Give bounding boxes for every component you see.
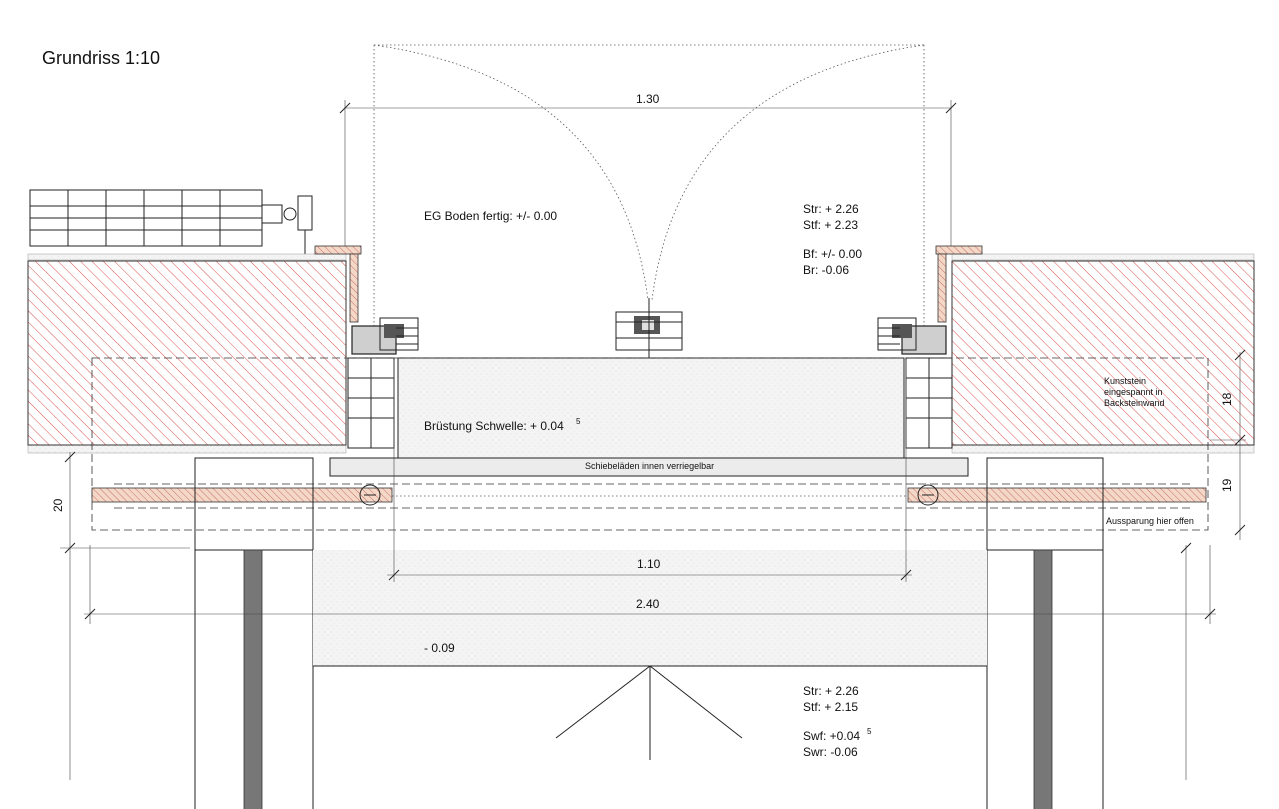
dimension-top-label: 1.30 xyxy=(636,92,660,106)
sill-cap-right xyxy=(935,245,983,255)
note-bottom-swf-sup: 5 xyxy=(867,727,872,736)
note-top-str: Str: + 2.26 xyxy=(803,202,859,216)
window-profile-right xyxy=(877,317,917,351)
window-profile-left xyxy=(379,317,419,351)
sill-cap-left xyxy=(314,245,362,255)
drawing-title: Grundriss 1:10 xyxy=(42,48,160,68)
dimension-inner: 1.10 xyxy=(387,360,912,582)
note-bottom-str: Str: + 2.26 xyxy=(803,684,859,698)
dimension-outer-label: 2.40 xyxy=(636,597,660,611)
note-level-low: - 0.09 xyxy=(424,641,455,655)
door-swing-lines xyxy=(373,44,925,330)
stone-blocks-right xyxy=(905,357,953,449)
note-schiebelaeden: Schiebeläden innen verriegelbar xyxy=(585,461,714,471)
window-profile-center xyxy=(615,298,683,366)
note-bruestung: Brüstung Schwelle: + 0.04 5 xyxy=(424,417,581,433)
note-bottom-levels: Str: + 2.26 Stf: + 2.15 Swf: +0.04 5 Swr… xyxy=(803,684,872,759)
note-kunststein-1: Kunststein xyxy=(1104,376,1146,386)
note-bottom-swf-main: Swf: +0.04 xyxy=(803,729,860,743)
note-top-stf: Stf: + 2.23 xyxy=(803,218,858,232)
radiator xyxy=(29,189,313,254)
note-bruestung-sup: 5 xyxy=(576,417,581,426)
jamb-strip-left xyxy=(349,253,359,323)
shutter-track xyxy=(91,483,1207,509)
note-bottom-swr: Swr: -0.06 xyxy=(803,745,858,759)
dimension-top: 1.30 xyxy=(339,92,957,250)
note-top-levels: Str: + 2.26 Stf: + 2.23 Bf: +/- 0.00 Br:… xyxy=(803,202,862,277)
pier-left xyxy=(194,457,314,809)
dimension-right-upper-label: 18 xyxy=(1220,392,1234,406)
note-bottom-stf: Stf: + 2.15 xyxy=(803,700,858,714)
dimension-left: 20 xyxy=(51,451,190,780)
note-kunststein-2: eingespannt in xyxy=(1104,387,1163,397)
dimension-inner-label: 1.10 xyxy=(637,557,661,571)
note-kunststein-3: Backsteinwand xyxy=(1104,398,1165,408)
pier-right xyxy=(986,457,1104,809)
wall-right xyxy=(951,260,1255,446)
wall-left xyxy=(27,260,347,446)
jamb-strip-right xyxy=(937,253,947,323)
stone-blocks-left xyxy=(347,357,395,449)
note-top-br: Br: -0.06 xyxy=(803,263,849,277)
note-bruestung-main: Brüstung Schwelle: + 0.04 xyxy=(424,419,564,433)
dimension-outer: 2.40 xyxy=(84,545,1216,624)
note-aussparung: Aussparung hier offen xyxy=(1106,516,1194,526)
dashed-outline xyxy=(91,357,1209,531)
dimension-left-label: 20 xyxy=(51,498,65,512)
sill-lip xyxy=(329,457,969,477)
floor-strips xyxy=(27,253,1255,454)
note-top-bf: Bf: +/- 0.00 xyxy=(803,247,862,261)
sill-slab xyxy=(397,357,905,459)
lower-step xyxy=(312,550,988,809)
dimension-right: 18 19 xyxy=(1180,349,1246,780)
note-kunststein: Kunststein eingespannt in Backsteinwand xyxy=(1104,376,1165,408)
note-eg-boden: EG Boden fertig: +/- 0.00 xyxy=(424,209,557,223)
dimension-right-lower-label: 19 xyxy=(1220,478,1234,492)
